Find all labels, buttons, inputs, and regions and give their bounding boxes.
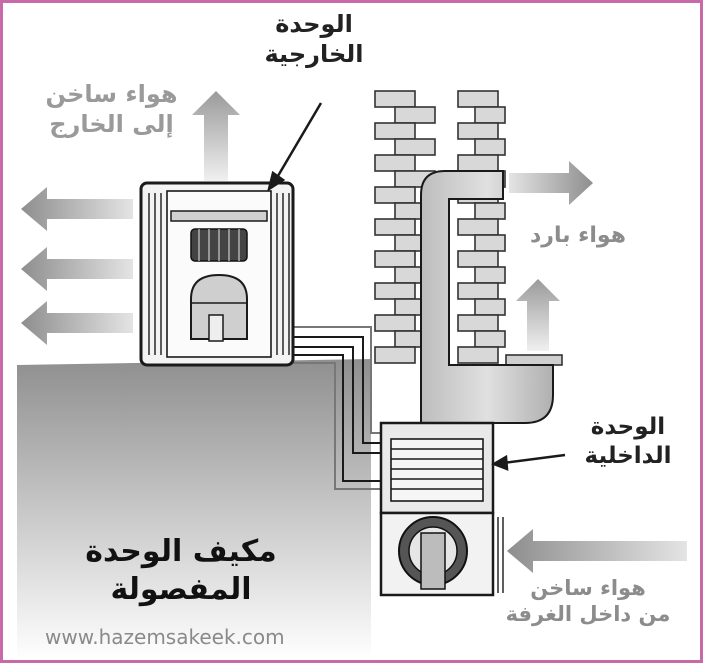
diagram-title-line2: المفصولة	[110, 571, 252, 607]
hot-air-room-label: هواء ساخن من داخل الغرفة	[473, 575, 703, 628]
indoor-unit-label-line2: الداخلية	[584, 442, 672, 469]
diagram-title: مكيف الوحدة المفصولة	[51, 533, 311, 608]
brick-wall-right	[457, 90, 506, 364]
outdoor-unit	[139, 181, 295, 367]
hot-air-outside-line1: هواء ساخن	[45, 80, 178, 108]
indoor-unit-label-line1: الوحدة	[590, 414, 666, 440]
hot-air-room-line1: هواء ساخن	[530, 576, 646, 600]
indoor-unit-label: الوحدة الداخلية	[563, 413, 693, 471]
website-watermark: www.hazemsakeek.com	[45, 625, 285, 649]
arrow-icon	[21, 91, 687, 573]
ground-block	[17, 359, 371, 660]
outdoor-unit-label: الوحدة الخارجية	[249, 9, 379, 69]
indoor-unit	[379, 421, 504, 597]
cold-air-label: هواء بارد	[508, 222, 648, 250]
hot-air-outside-label: هواء ساخن إلى الخارج	[19, 79, 204, 139]
outdoor-unit-label-line2: الخارجية	[264, 40, 364, 68]
shelf	[505, 354, 563, 366]
blower-icon	[398, 516, 468, 590]
pointer-arrows	[267, 102, 566, 471]
hot-air-room-line2: من داخل الغرفة	[505, 602, 671, 627]
brick-wall-left	[374, 90, 436, 364]
air-duct	[420, 170, 554, 436]
compressor-icon	[190, 273, 248, 342]
cold-air-line1: هواء بارد	[530, 223, 626, 248]
diagram-title-line1: مكيف الوحدة	[85, 534, 277, 569]
hot-air-outside-line2: إلى الخارج	[49, 110, 174, 138]
split-ac-diagram	[17, 90, 687, 660]
fan-icon	[170, 210, 268, 262]
outdoor-unit-label-line1: الوحدة	[275, 10, 353, 38]
